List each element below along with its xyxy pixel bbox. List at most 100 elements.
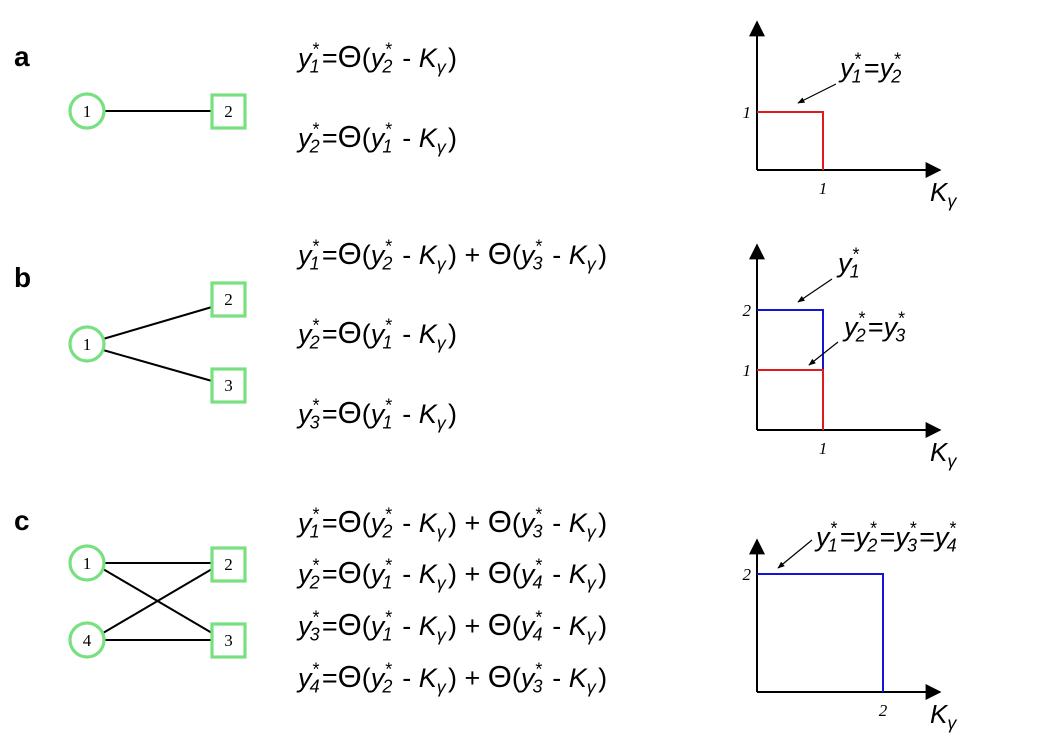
subscript-gamma: γ xyxy=(437,57,447,77)
superscript-star: * xyxy=(385,396,392,416)
equation-y2: y*2 =Θ(y*1 - Kγ ) + Θ(y*4 - Kγ ) xyxy=(296,555,607,593)
superscript-star: * xyxy=(313,556,320,576)
subscript-index: 2 xyxy=(381,521,392,541)
superscript-star: * xyxy=(313,237,320,257)
subscript-index: 2 xyxy=(309,332,320,352)
subscript-index: 4 xyxy=(533,572,543,592)
subscript-gamma: γ xyxy=(587,625,597,645)
x-axis-label: Kγ xyxy=(930,437,957,471)
node-2-label: 2 xyxy=(224,102,233,121)
theta-function: Θ xyxy=(488,504,512,539)
x-tick-label: 1 xyxy=(819,439,828,458)
y-tick-label: 2 xyxy=(743,565,752,584)
superscript-star: * xyxy=(313,660,320,680)
subscript-index: 2 xyxy=(890,66,901,86)
superscript-star: * xyxy=(535,237,542,257)
superscript-star: * xyxy=(870,519,877,539)
equation-y1: y*1 =Θ(y*2 - Kγ ) + Θ(y*3 - Kγ ) xyxy=(296,236,607,274)
edge-1-2 xyxy=(102,306,213,340)
panel-b: b 1 2 3 y*1 =Θ(y*2 - Kγ ) + Θ(y*3 - Kγ )… xyxy=(14,236,957,471)
subscript-index: 2 xyxy=(381,676,392,696)
theta-function: Θ xyxy=(338,39,362,74)
var-y: y xyxy=(933,522,950,552)
subscript-gamma: γ xyxy=(587,573,597,593)
equals-sign: = xyxy=(840,522,856,552)
minus-sign: - xyxy=(395,399,419,429)
superscript-star: * xyxy=(535,556,542,576)
theta-function: Θ xyxy=(488,555,512,590)
superscript-star: * xyxy=(894,50,901,70)
paren-open: ( xyxy=(512,240,521,270)
subscript-index: 3 xyxy=(895,325,905,345)
equals-sign: = xyxy=(322,319,338,349)
var-y: y xyxy=(519,240,536,270)
superscript-star: * xyxy=(910,519,917,539)
annotation-label: y*1 =y*2 xyxy=(838,50,904,87)
subscript-index: 4 xyxy=(310,676,320,696)
superscript-star: * xyxy=(853,245,860,265)
paren-close: ) xyxy=(448,123,457,153)
plus-sign: + xyxy=(457,611,488,641)
minus-sign: - xyxy=(395,43,419,73)
superscript-star: * xyxy=(313,505,320,525)
var-y: y xyxy=(296,123,313,153)
minus-sign: - xyxy=(545,559,569,589)
var-y: y xyxy=(519,508,536,538)
subscript-index: 3 xyxy=(310,412,320,432)
superscript-star: * xyxy=(385,237,392,257)
x-tick-label: 2 xyxy=(879,701,888,720)
paren-open: ( xyxy=(362,508,371,538)
equation-y2: y*2 =Θ(y*1 - Kγ ) xyxy=(296,119,457,157)
paren-close: ) xyxy=(598,663,607,693)
minus-sign: - xyxy=(395,559,419,589)
var-y: y xyxy=(369,559,386,589)
subscript-gamma: γ xyxy=(587,254,597,274)
equations-a: y*1 =Θ(y*2 - Kγ )y*2 =Θ(y*1 - Kγ ) xyxy=(296,39,457,157)
subscript-gamma: γ xyxy=(587,522,597,542)
graph-b: 1 2 3 xyxy=(68,281,247,404)
superscript-star: * xyxy=(385,660,392,680)
subscript-index: 3 xyxy=(533,253,543,273)
plus-sign: + xyxy=(457,508,488,538)
var-K: K xyxy=(419,559,438,589)
node-1-circle xyxy=(68,325,106,363)
node-2-square xyxy=(210,281,247,318)
theta-function: Θ xyxy=(488,607,512,642)
subscript-index: 1 xyxy=(850,261,860,281)
equations-b: y*1 =Θ(y*2 - Kγ ) + Θ(y*3 - Kγ )y*2 =Θ(y… xyxy=(296,236,607,433)
paren-close: ) xyxy=(448,319,457,349)
equals-sign: = xyxy=(868,312,884,342)
subscript-index: 2 xyxy=(309,572,320,592)
var-y: y xyxy=(519,611,536,641)
subscript-gamma: γ xyxy=(437,333,447,353)
var-y: y xyxy=(369,319,386,349)
subscript-index: 4 xyxy=(533,624,543,644)
x-axis-label: Kγ xyxy=(930,177,957,211)
superscript-star: * xyxy=(859,309,866,329)
annotation-pointer xyxy=(797,278,833,303)
equation-y1: y*1 =Θ(y*2 - Kγ ) xyxy=(296,39,457,77)
equals-sign: = xyxy=(322,559,338,589)
equation-y4: y*4 =Θ(y*2 - Kγ ) + Θ(y*3 - Kγ ) xyxy=(296,659,607,697)
var-y: y xyxy=(882,312,899,342)
y-tick-label: 1 xyxy=(743,361,752,380)
var-K: K xyxy=(569,611,588,641)
node-3-label: 3 xyxy=(224,631,233,650)
panel-label-b: b xyxy=(14,262,31,293)
subscript-gamma: γ xyxy=(587,677,597,697)
superscript-star: * xyxy=(385,120,392,140)
subscript-index: 1 xyxy=(828,535,838,555)
paren-close: ) xyxy=(598,559,607,589)
var-y: y xyxy=(369,399,386,429)
subscript-gamma: γ xyxy=(437,413,447,433)
var-K: K xyxy=(419,123,438,153)
var-y: y xyxy=(296,240,313,270)
panel-a: a 1 2 y*1 =Θ(y*2 - Kγ )y*2 =Θ(y*1 - Kγ )… xyxy=(14,20,957,211)
node-1-circle xyxy=(68,544,106,582)
paren-close: ) xyxy=(598,240,607,270)
subscript-gamma: γ xyxy=(437,137,447,157)
var-y: y xyxy=(369,663,386,693)
subscript-gamma: γ xyxy=(437,677,447,697)
